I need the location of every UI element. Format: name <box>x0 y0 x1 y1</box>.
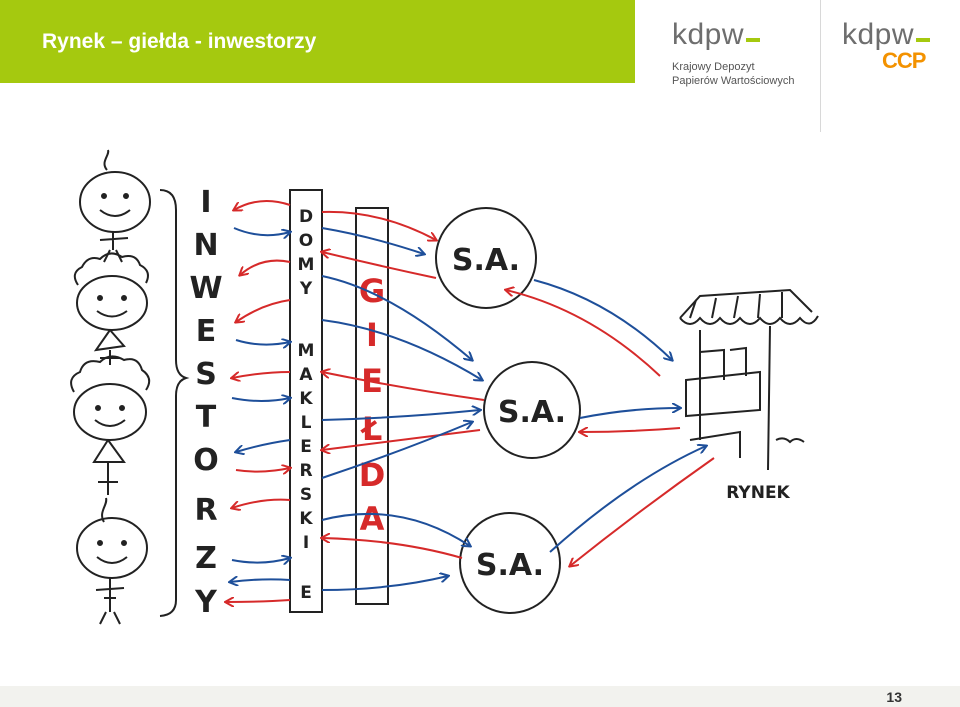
ccp-logo-word: kdpw <box>842 18 915 51</box>
brokers-letter: K <box>299 509 313 529</box>
exchange-label: G I E Ł D A <box>359 272 386 538</box>
page-number: 13 <box>886 689 902 705</box>
investor-broker-arrows <box>226 200 290 602</box>
slide-title: Rynek – giełda - inwestorzy <box>42 30 317 53</box>
brokers-letter: S <box>300 485 312 505</box>
title-bar: Rynek – giełda - inwestorzy <box>0 0 635 83</box>
logo-underscore <box>746 38 761 42</box>
investors-letter: N <box>193 228 218 263</box>
brokers-letter: Y <box>299 279 313 299</box>
footer-bar: 13 <box>0 686 960 707</box>
company-label: S.A. <box>452 243 520 278</box>
investors-letter: I <box>200 185 211 220</box>
brokers-letter: R <box>299 461 312 481</box>
brokers-letter: M <box>298 341 315 361</box>
investors-letter: Z <box>195 541 217 576</box>
exchange-letter: A <box>360 500 385 538</box>
investors-letter: O <box>193 443 219 478</box>
company-node: S.A. <box>483 361 581 459</box>
exchange-column <box>355 207 389 605</box>
logo-underscore <box>916 38 931 42</box>
investors-letter: W <box>189 271 222 306</box>
investors-letter: E <box>196 314 217 349</box>
company-label: S.A. <box>498 395 566 430</box>
logo-area <box>635 0 960 95</box>
kdpw-logo-sub1: Krajowy Depozyt <box>672 61 755 73</box>
market-label: RYNEK <box>726 483 790 503</box>
market-stall-icon <box>679 288 819 471</box>
logo-separator <box>820 0 821 132</box>
ccp-logo-suffix: CCP <box>882 48 926 73</box>
company-label: S.A. <box>476 548 544 583</box>
exchange-letter: G <box>359 272 385 310</box>
brokers-letter: K <box>299 389 313 409</box>
company-market-arrows <box>506 279 715 566</box>
brokers-label: D O M Y M A K L E R S K I E <box>298 207 315 603</box>
investor-figure <box>73 252 149 365</box>
investor-figure <box>76 497 148 625</box>
exchange-letter: I <box>366 316 378 354</box>
brokers-letter: A <box>299 365 313 385</box>
investor-figure <box>79 149 151 263</box>
brokers-letter: I <box>303 533 309 553</box>
investors-letter: T <box>196 400 217 435</box>
investors-brace <box>159 189 190 617</box>
kdpw-logo-sub2: Papierów Wartościowych <box>672 75 795 87</box>
company-node: S.A. <box>435 207 537 309</box>
investor-figure <box>70 355 151 495</box>
brokers-letter: L <box>301 413 312 433</box>
investors-letter: R <box>194 493 217 528</box>
investors-letter: Y <box>194 585 218 620</box>
brokers-letter: E <box>300 583 312 603</box>
kdpw-ccp-logo: kdpw CCP <box>842 18 931 73</box>
brokers-letter: O <box>299 231 313 251</box>
investors-letter: S <box>195 357 217 392</box>
exchange-letter: D <box>359 456 386 494</box>
exchange-company-arrows <box>322 210 484 591</box>
company-node: S.A. <box>459 512 561 614</box>
kdpw-logo-word: kdpw <box>672 18 745 51</box>
brokers-letter: M <box>298 255 315 275</box>
brokers-letter: D <box>299 207 313 227</box>
brokers-letter: E <box>300 437 312 457</box>
kdpw-logo: kdpw Krajowy Depozyt Papierów Wartościow… <box>672 20 794 88</box>
investors-label: I N W E S T O R Z Y <box>189 185 222 620</box>
exchange-letter: Ł <box>360 410 383 448</box>
